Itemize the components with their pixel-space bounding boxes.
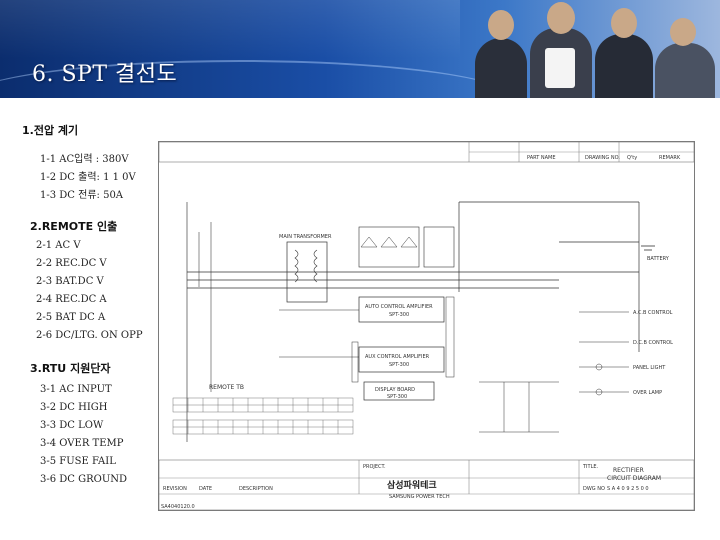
aux-amp-model: SPT-300 (389, 362, 409, 368)
list-item: 2-5 BAT DC A (36, 312, 106, 323)
auto-amp-model: SPT-300 (389, 312, 409, 318)
list-item: 3-1 AC INPUT (40, 384, 112, 395)
title-banner: 6. SPT 결선도 (0, 0, 720, 98)
slide-title: 6. SPT 결선도 (32, 62, 178, 87)
header-drawing-no: DRAWING NO. (585, 155, 620, 161)
battery-label: BATTERY (647, 256, 670, 262)
dcb-control-label: D.C.B CONTROL (633, 340, 673, 346)
header-qty: Q'ty (627, 155, 637, 161)
list-item: 1-3 DC 전류: 50A (40, 190, 124, 201)
drawing-title-line-1: RECTIFIER (613, 467, 644, 474)
over-lamp-label: OVER LAMP (633, 390, 662, 396)
list-item: 1-1 AC입력 : 380V (40, 154, 129, 165)
aux-amp-label: AUX CONTROL AMPLIFIER (365, 354, 430, 360)
list-item: 2-6 DC/LTG. ON OPP (36, 330, 143, 341)
drawing-title-line-2: CIRCUIT DIAGRAM (607, 475, 661, 482)
list-item: 2-2 REC.DC V (36, 258, 107, 269)
transformer-label: MAIN TRANSFORMER (279, 234, 332, 240)
company-name-korean: 삼성파워테크 (387, 479, 437, 491)
header-remark: REMARK (659, 155, 681, 161)
panel-light-label: PANEL LIGHT (633, 365, 666, 371)
title-label: TITLE. (582, 464, 599, 470)
revision-label: REVISION (163, 486, 187, 492)
section-heading-3: 3.RTU 지원단자 (30, 362, 111, 375)
footer-code: SA4040120.0 (161, 504, 195, 510)
header-part-name: PART NAME (527, 155, 556, 161)
remote-tb-terminal-strip (172, 397, 354, 435)
display-board-model: SPT-300 (387, 394, 407, 400)
list-item: 3-5 FUSE FAIL (40, 456, 116, 467)
list-item: 3-6 DC GROUND (40, 474, 128, 485)
list-item: 2-4 REC.DC A (36, 294, 107, 305)
dwg-no-value: S A 4 0 9 2 5 0 0 (607, 486, 649, 492)
date-label: DATE (199, 486, 212, 492)
company-name-english: SAMSUNG POWER TECH (389, 494, 450, 500)
wiring-diagram: PART NAME DRAWING NO. Q'ty REMARK MAIN T… (158, 141, 695, 511)
description-label: DESCRIPTION (239, 486, 273, 492)
remote-tb-label: REMOTE TB (209, 384, 244, 391)
title-block (159, 459, 694, 510)
list-item: 3-3 DC LOW (40, 420, 104, 431)
business-people-photo (455, 0, 720, 98)
list-item: 2-3 BAT.DC V (36, 276, 104, 287)
auto-amp-label: AUTO CONTROL AMPLIFIER (365, 304, 433, 310)
list-item: 3-4 OVER TEMP (40, 438, 124, 449)
acb-control-label: A.C.B CONTROL (633, 310, 673, 316)
section-heading-2: 2.REMOTE 인출 (30, 220, 118, 233)
banner-wave (0, 60, 520, 98)
display-board-label: DISPLAY BOARD (375, 387, 415, 393)
list-item: 3-2 DC HIGH (40, 402, 108, 413)
wiring-diagram-drawing: PART NAME DRAWING NO. Q'ty REMARK MAIN T… (159, 142, 694, 510)
project-label: PROJECT. (363, 464, 386, 470)
list-item: 2-1 AC V (36, 240, 81, 251)
section-heading-1: 1.전압 계기 (22, 124, 79, 137)
dwg-no-label: DWG NO (583, 486, 605, 492)
list-item: 1-2 DC 출력: 1 1 0V (40, 172, 136, 183)
